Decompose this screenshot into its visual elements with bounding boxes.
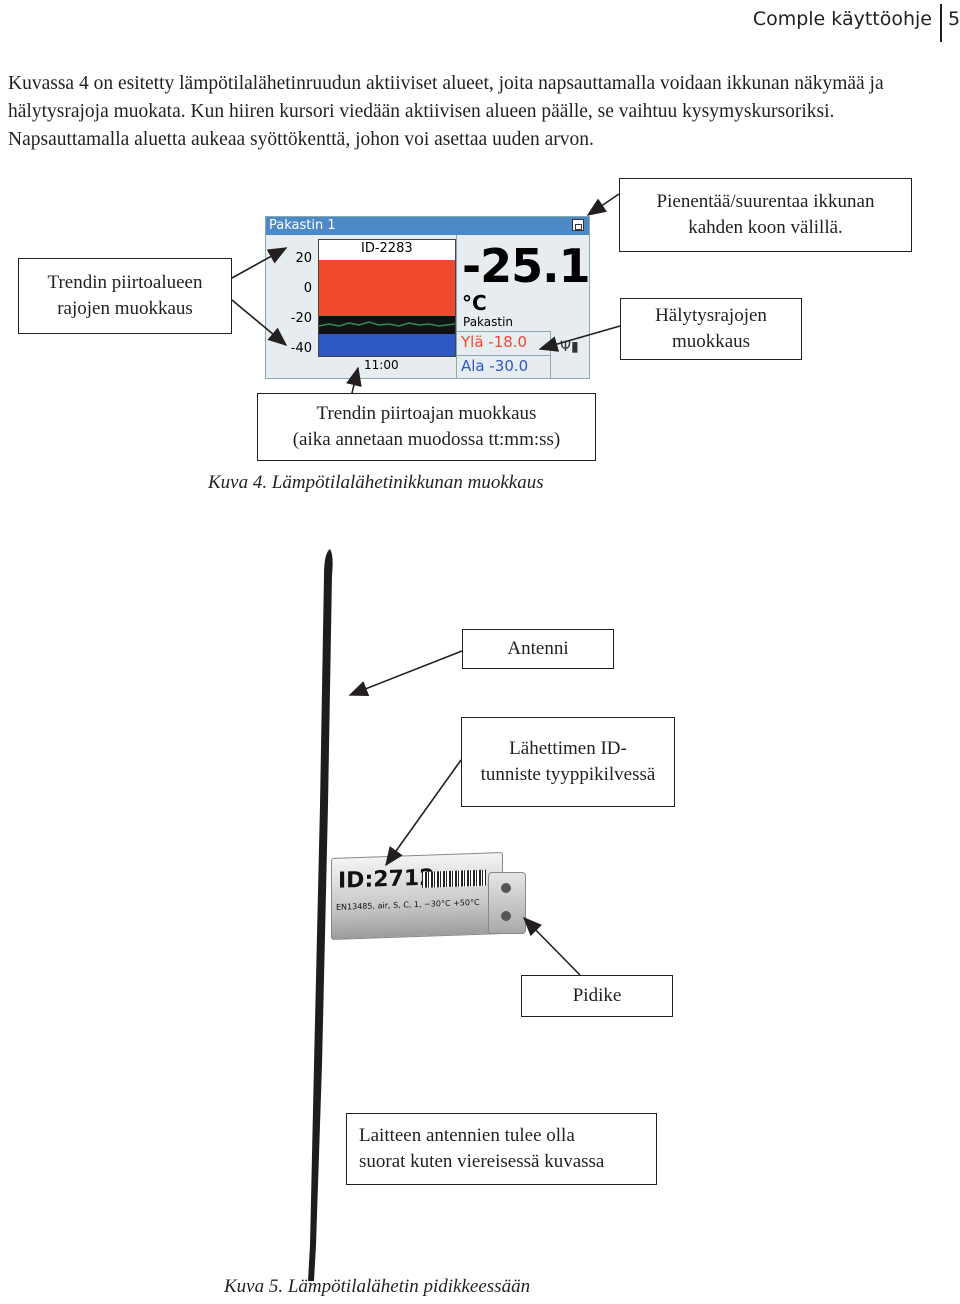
trend-line	[319, 321, 455, 327]
divider	[456, 331, 550, 332]
callout-alarm-limits: Hälytysrajojen muokkaus	[620, 298, 802, 360]
trend-plot: ID-2283	[318, 239, 456, 357]
figure4-caption: Kuva 4. Lämpötilalähetinikkunan muokkaus	[208, 472, 544, 493]
arrow-trend-time	[346, 366, 362, 394]
low-alarm-zone	[319, 334, 455, 356]
sensor-name: Pakastin	[463, 315, 514, 329]
callout-holder: Pidike	[521, 975, 673, 1017]
lower-limit[interactable]: Ala -30.0	[461, 357, 529, 375]
arrow-alarm-limits	[538, 325, 621, 352]
antenna-image	[308, 549, 333, 1281]
divider	[550, 331, 551, 379]
arrow-antenna	[348, 650, 463, 697]
callout-note: Laitteen antennien tulee olla suorat kut…	[346, 1113, 657, 1185]
arrow-id-label	[385, 759, 462, 867]
time-span-label[interactable]: 11:00	[364, 358, 399, 372]
header-title: Comple käyttöohje	[752, 8, 932, 30]
bracket-hole	[501, 911, 511, 921]
intro-paragraph: Kuvassa 4 on esitetty lämpötilalähetinru…	[8, 73, 884, 150]
y-tick[interactable]: -40	[290, 341, 312, 356]
widget-titlebar: Pakastin 1	[266, 217, 589, 235]
temperature-widget: Pakastin 1 20 0 -20 -40 ID-2283 11:00 -2…	[265, 216, 591, 379]
signal-strength-icon: Ψ▮	[560, 339, 579, 355]
y-tick: -20	[290, 311, 312, 326]
divider	[456, 355, 550, 356]
y-tick: 0	[303, 281, 312, 296]
arrow-trend-lower	[231, 299, 288, 347]
callout-id-label: Lähettimen ID- tunniste tyyppikilvessä	[461, 717, 675, 807]
arrow-trend-upper	[231, 247, 288, 279]
upper-limit[interactable]: Ylä -18.0	[461, 333, 528, 351]
widget-title: Pakastin 1	[269, 218, 336, 233]
normal-zone	[319, 316, 455, 334]
header-divider	[940, 4, 942, 42]
bracket-hole	[501, 883, 511, 893]
y-tick[interactable]: 20	[295, 251, 312, 266]
callout-trend-limits: Trendin piirtoalueen rajojen muokkaus	[18, 258, 232, 334]
callout-resize: Pienentää/suurentaa ikkunan kahden koon …	[619, 178, 912, 252]
sensor-id: ID-2283	[361, 241, 413, 256]
temperature-unit: °C	[462, 291, 487, 315]
callout-trend-time: Trendin piirtoajan muokkaus (aika anneta…	[257, 393, 596, 461]
temperature-value: -25.1	[462, 239, 591, 293]
page-number: 5	[948, 8, 960, 30]
figure5-caption: Kuva 5. Lämpötilalähetin pidikkeessään	[224, 1276, 531, 1297]
arrow-holder	[522, 916, 581, 976]
divider	[456, 235, 457, 379]
arrow-resize	[586, 193, 620, 216]
holder-bracket	[488, 872, 526, 934]
resize-icon[interactable]	[572, 219, 584, 231]
callout-antenna: Antenni	[462, 629, 614, 669]
